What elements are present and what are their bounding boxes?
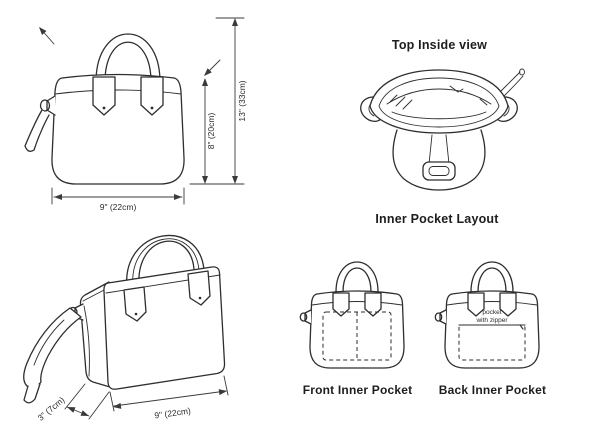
strap-stub [434,309,447,325]
zipper-note-line1: pocket [482,309,501,316]
front-body-height-dimension: 8" (20cm) [206,113,216,150]
bag-body [51,73,185,185]
front-inner-pocket-label: Front Inner Pocket [302,383,413,397]
front-pouch [392,129,486,191]
open-top-rim [369,69,509,134]
strap-stub [299,309,312,325]
inner-pocket-layout-title: Inner Pocket Layout [375,212,499,226]
bag-handle [470,261,514,293]
zipper-note-line2: with zipper [475,317,508,324]
back-inner-pocket-drawing: pocket with zipper [434,261,540,369]
front-width-dimension: 9" (22cm) [100,202,137,212]
top-inside-view-drawing [360,68,525,191]
strap-stub [499,68,525,97]
top-inside-view-title: Top Inside view [391,38,488,52]
perspective-depth-dimension: 3" (7cm) [36,395,67,423]
side-gusset [79,281,111,388]
front-view-dimensions: 9" (22cm) 8" (20cm) 13" (33cm) [39,17,247,212]
handle-tabs [332,292,382,317]
bag-handle [95,33,161,83]
back-inner-pocket-label: Back Inner Pocket [438,383,547,397]
handle-tabs [92,76,164,116]
front-pocket-outline [322,311,392,361]
front-view-drawing: 9" (22cm) 8" (20cm) 13" (33cm) [24,17,247,212]
front-total-height-dimension: 13" (33cm) [237,80,247,121]
front-inner-pocket-drawing [299,261,405,369]
handle-tabs [467,292,517,317]
zipper-pull [519,324,524,330]
front-view-bag [24,33,185,185]
shoulder-strap [22,303,84,404]
perspective-width-dimension: 9" (22cm) [154,406,192,421]
bag-interior [386,85,492,120]
handle-tabs [123,270,211,322]
bag-handles [126,234,205,289]
shoulder-strap [24,95,56,152]
bag-handle [335,261,379,293]
perspective-view-drawing: 9" (22cm) 3" (7cm) [22,234,229,423]
